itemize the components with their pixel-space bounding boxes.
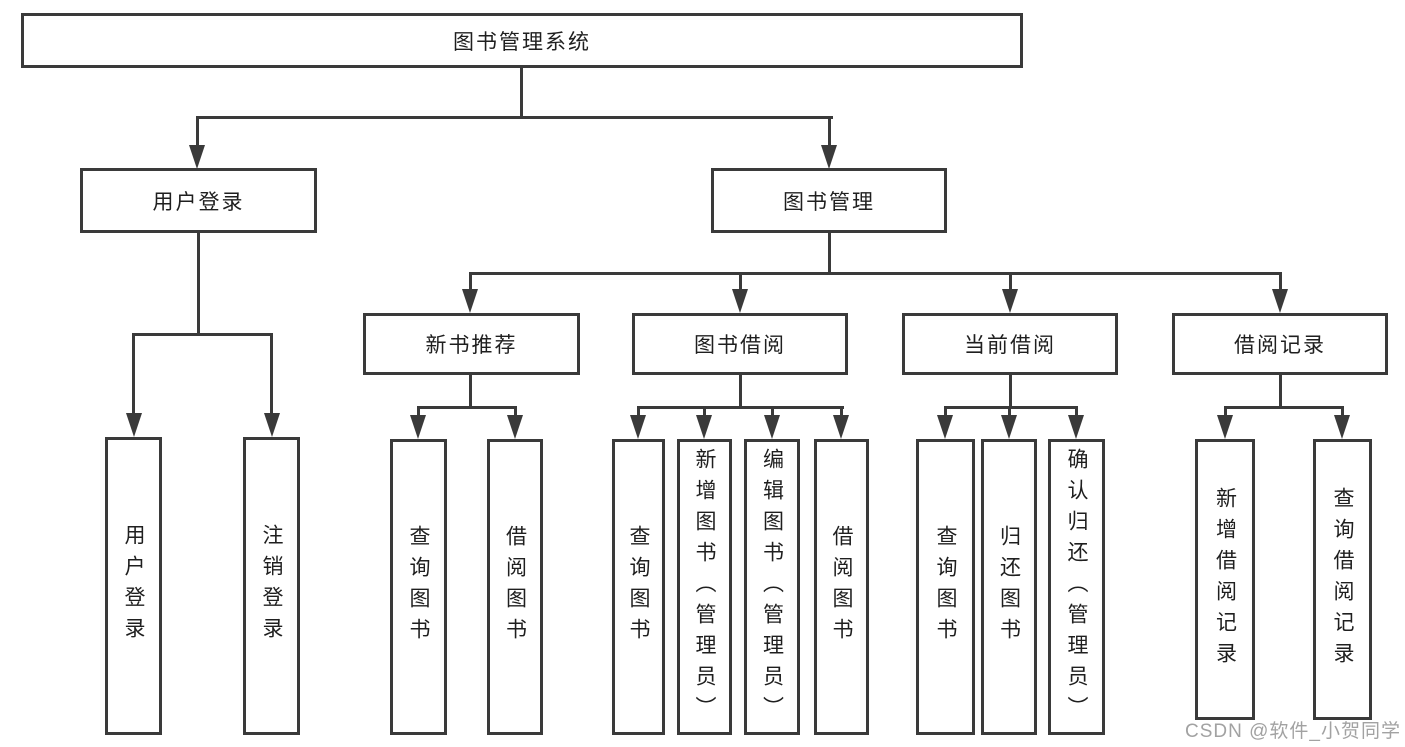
arrow-down-icon [1068,415,1084,439]
connector-drop-leaf [944,406,947,418]
connector-stem [469,374,472,409]
leaf-return-books: 归还图书 [981,439,1037,735]
connector-drop-level3 [469,272,472,292]
leaf-confirm-return-admin: 确认归还（管理员） [1048,439,1105,735]
node-book-borrow: 图书借阅 [632,313,848,375]
connector-drop-level3 [739,272,742,292]
connector-drop-book-management [828,116,831,147]
leaf-query-books-recommend: 查询图书 [390,439,447,735]
arrow-down-icon [189,145,205,169]
connector-root-stem [520,67,523,117]
connector-level3-branch [469,272,1282,275]
leaf-add-borrow-record: 新增借阅记录 [1195,439,1255,720]
arrow-down-icon [937,415,953,439]
connector-drop-leaf [417,406,420,418]
leaf-query-books-borrow: 查询图书 [612,439,665,735]
connector-drop-leaf [514,406,517,418]
arrow-down-icon [732,289,748,313]
connector-drop-leaf [270,333,273,415]
arrow-down-icon [1002,289,1018,313]
arrow-down-icon [764,415,780,439]
connector-stem [1009,374,1012,409]
connector-branch [1224,406,1344,409]
connector-book-management-stem [828,232,831,275]
leaf-user-login: 用户登录 [105,437,162,735]
leaf-borrow-books: 借阅图书 [814,439,869,735]
leaf-query-books-current: 查询图书 [916,439,975,735]
connector-drop-leaf [637,406,640,418]
connector-drop-leaf [1075,406,1078,418]
connector-stem [739,374,742,409]
connector-user-login-branch [132,333,273,336]
connector-stem [1279,374,1282,409]
node-borrow-records: 借阅记录 [1172,313,1388,375]
arrow-down-icon [1334,415,1350,439]
arrow-down-icon [1272,289,1288,313]
connector-drop-leaf [840,406,843,418]
connector-drop-leaf [1341,406,1344,418]
leaf-edit-books-admin: 编辑图书（管理员） [744,439,800,735]
arrow-down-icon [1217,415,1233,439]
connector-drop-leaf [703,406,706,418]
node-new-book-recommend: 新书推荐 [363,313,580,375]
connector-branch [637,406,844,409]
connector-drop-leaf [132,333,135,415]
connector-drop-leaf [1008,406,1011,418]
leaf-borrow-books-recommend: 借阅图书 [487,439,543,735]
connector-drop-leaf [1224,406,1227,418]
arrow-down-icon [821,145,837,169]
arrow-down-icon [462,289,478,313]
leaf-query-borrow-record: 查询借阅记录 [1313,439,1372,720]
arrow-down-icon [1001,415,1017,439]
arrow-down-icon [630,415,646,439]
root-node: 图书管理系统 [21,13,1023,68]
arrow-down-icon [410,415,426,439]
arrow-down-icon [833,415,849,439]
arrow-down-icon [126,413,142,437]
node-user-login: 用户登录 [80,168,317,233]
connector-drop-level3 [1279,272,1282,292]
leaf-logout: 注销登录 [243,437,300,735]
node-book-management: 图书管理 [711,168,947,233]
arrow-down-icon [264,413,280,437]
csdn-watermark: CSDN @软件_小贺同学 [1185,721,1401,742]
connector-drop-user-login [196,116,199,147]
connector-drop-leaf [771,406,774,418]
connector-drop-level3 [1009,272,1012,292]
connector-branch [417,406,517,409]
node-current-borrow: 当前借阅 [902,313,1118,375]
connector-branch [944,406,1078,409]
arrow-down-icon [696,415,712,439]
arrow-down-icon [507,415,523,439]
leaf-add-books-admin: 新增图书（管理员） [677,439,732,735]
connector-level2-branch [196,116,833,119]
connector-user-login-stem [197,232,200,336]
